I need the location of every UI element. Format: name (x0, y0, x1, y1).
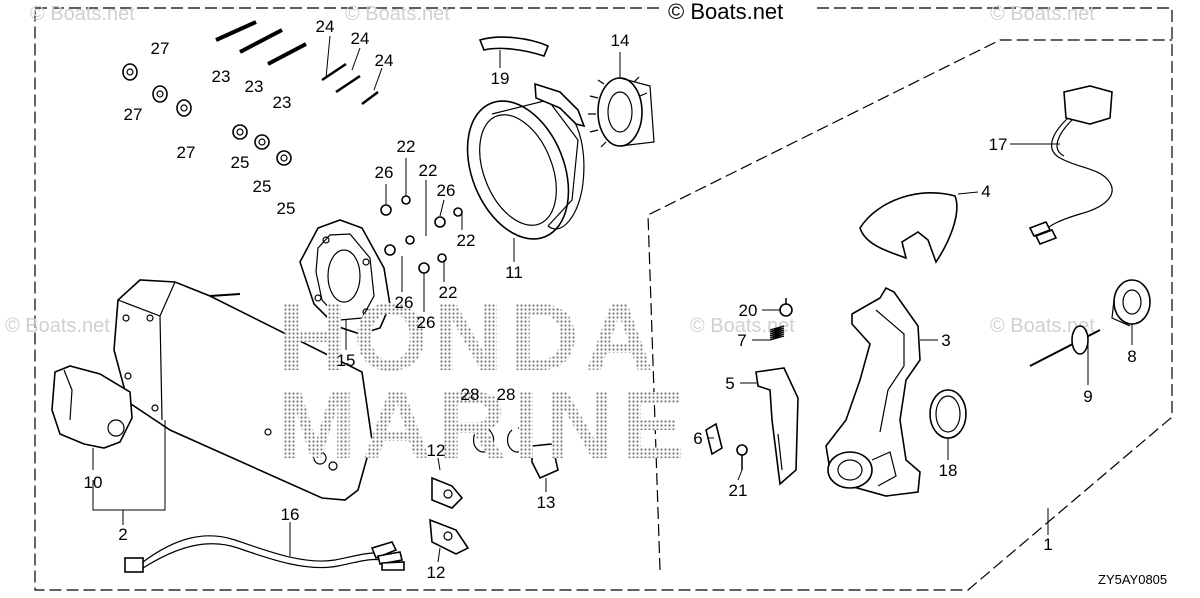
label-23-a: 23 (212, 67, 231, 86)
label-25-b: 25 (253, 177, 272, 196)
watermark-top-right: © Boats.net (990, 3, 1095, 25)
label-28-b: 28 (497, 385, 516, 404)
diagram-code: ZY5AY0805 (1098, 572, 1167, 587)
control-lever-arm (825, 286, 921, 497)
plate-12-lower (429, 518, 470, 555)
label-1: 1 (1043, 535, 1052, 554)
strip-19 (478, 36, 550, 57)
pin-6 (705, 422, 723, 456)
plate-14-spacer (534, 82, 586, 128)
cover-pad (51, 365, 133, 449)
label-14: 14 (611, 31, 630, 50)
watermark-right: © Boats.net (990, 315, 1095, 337)
label-24-c: 24 (375, 51, 394, 70)
label-18: 18 (939, 461, 958, 480)
label-26-d: 26 (417, 313, 436, 332)
label-22-d: 22 (439, 283, 458, 302)
label-27-c: 27 (177, 143, 196, 162)
label-12-upper: 12 (427, 441, 446, 460)
label-5: 5 (725, 374, 734, 393)
label-21: 21 (729, 481, 748, 500)
label-19: 19 (491, 69, 510, 88)
assembly-boundary (34, 7, 1173, 591)
label-12-lower: 12 (427, 563, 446, 582)
label-26-a: 26 (375, 163, 394, 182)
nuts-25 (232, 124, 292, 166)
label-2: 2 (118, 525, 127, 544)
screws-23 (215, 20, 307, 66)
label-24-b: 24 (351, 29, 370, 48)
label-28-a: 28 (461, 385, 480, 404)
control-box-cover (113, 279, 373, 501)
washers-27 (122, 63, 192, 117)
screws-22-washers-26 (380, 195, 463, 274)
leader-lines (92, 35, 1133, 563)
label-22-c: 22 (457, 231, 476, 250)
label-25-c: 25 (277, 199, 296, 218)
label-6: 6 (693, 429, 702, 448)
shaft-9 (1029, 325, 1101, 367)
stopper-plate (755, 367, 799, 486)
label-22-b: 22 (419, 161, 438, 180)
watermark-left: © Boats.net (5, 315, 110, 337)
lever-cover (859, 192, 958, 264)
label-26-b: 26 (437, 181, 456, 200)
brand-honda: HONDA (278, 284, 660, 391)
switch-harness (1028, 85, 1113, 246)
label-16: 16 (281, 505, 300, 524)
screw-20 (779, 298, 793, 317)
watermark-top-mid: © Boats.net (345, 3, 450, 25)
callout-labels: 1 2 3 4 5 6 7 8 9 10 11 12 12 13 14 15 1… (84, 17, 1137, 582)
label-13: 13 (537, 493, 556, 512)
label-25-a: 25 (231, 153, 250, 172)
label-3: 3 (941, 331, 950, 350)
watermark-top-left: © Boats.net (30, 3, 135, 25)
mounting-plate (299, 219, 391, 335)
label-27-a: 27 (151, 39, 170, 58)
o-ring (929, 389, 967, 439)
screws-24 (321, 62, 379, 105)
label-7: 7 (737, 331, 746, 350)
label-9: 9 (1083, 387, 1092, 406)
label-8: 8 (1127, 347, 1136, 366)
copyright-notice: © Boats.net (668, 0, 783, 24)
sub-assembly-boundary (647, 39, 1172, 571)
wire-harness-16 (124, 535, 405, 573)
label-22-a: 22 (397, 137, 416, 156)
label-11: 11 (505, 263, 523, 282)
label-15: 15 (337, 351, 356, 370)
label-10: 10 (84, 473, 103, 492)
plate-12-upper (431, 476, 464, 509)
label-24-a: 24 (316, 17, 335, 36)
label-23-c: 23 (273, 93, 292, 112)
brand-marine: MARINE (276, 372, 691, 479)
label-4: 4 (981, 182, 990, 201)
watermark-mid: © Boats.net (690, 315, 795, 337)
circlips-28 (472, 427, 529, 453)
label-26-c: 26 (395, 293, 414, 312)
label-17: 17 (989, 135, 1008, 154)
screw-21 (736, 444, 748, 470)
label-27-b: 27 (124, 105, 143, 124)
knob-8 (1111, 279, 1151, 327)
label-20: 20 (739, 301, 758, 320)
spring-7 (769, 325, 785, 341)
clip-13 (531, 443, 559, 480)
drive-gear (588, 76, 655, 148)
label-23-b: 23 (245, 77, 264, 96)
